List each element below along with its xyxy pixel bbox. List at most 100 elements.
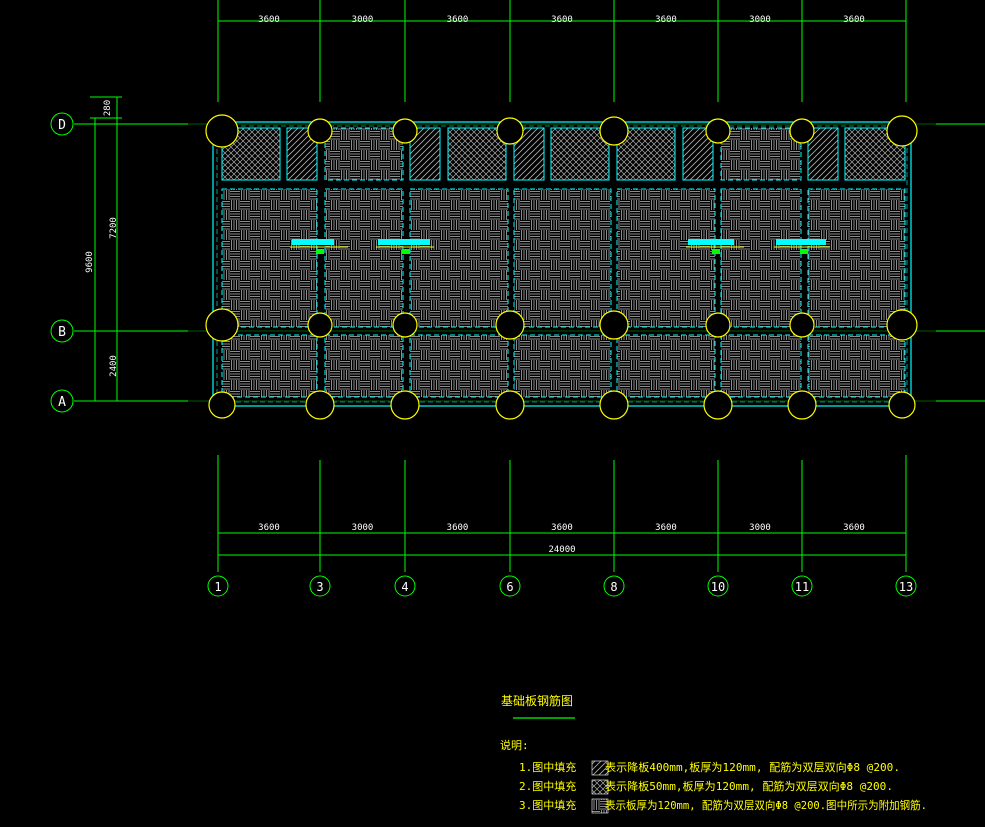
top-span-label: 3600: [551, 15, 573, 25]
axis-bubble-3: [309, 575, 331, 597]
column-A-3: [305, 390, 335, 420]
axis-label-8: 8: [610, 580, 617, 594]
axis-bubble-13: [895, 575, 917, 597]
bay-bottom-5: [616, 334, 716, 398]
bottom-span-label: 3600: [258, 523, 280, 533]
panel-top-2: [324, 127, 404, 181]
slab-inner-outline: [216, 125, 908, 403]
top-span-label: 3600: [655, 15, 677, 25]
bay-bottom-1: [221, 334, 318, 398]
notes-heading: 说明:: [500, 738, 529, 752]
column-B-13: [886, 309, 918, 341]
axis-label-13: 13: [899, 580, 913, 594]
drawing-title: 基础板钢筋图: [501, 693, 573, 708]
bottom-span-label: 3600: [447, 523, 469, 533]
note-2-swatch: [591, 779, 609, 795]
axis-bubble-D: [50, 112, 74, 136]
column-D-3: [307, 118, 333, 144]
bay-main-5: [616, 188, 716, 328]
note-3-swatch: [591, 798, 609, 814]
column-D-4: [392, 118, 418, 144]
column-D-10: [705, 118, 731, 144]
panel-top-6: [720, 127, 802, 181]
left-total-label: 9600: [85, 251, 95, 273]
top-span-label: 3600: [258, 15, 280, 25]
column-A-6: [495, 390, 525, 420]
top-span-label: 3600: [447, 15, 469, 25]
column-D-6: [496, 117, 524, 145]
left-dimension-label: 2400: [109, 355, 119, 377]
rebar-marker-3: [686, 239, 744, 254]
column-D-8: [599, 116, 629, 146]
column-D-11: [789, 118, 815, 144]
column-B-4: [392, 312, 418, 338]
bottom-span-label: 3000: [352, 523, 374, 533]
note-3-label: 3.图中填充: [519, 798, 576, 812]
axis-label-A: A: [58, 395, 66, 410]
column-B-3: [307, 312, 333, 338]
bay-main-2: [324, 188, 404, 328]
axis-bubble-1: [207, 575, 229, 597]
axis-label-6: 6: [506, 580, 513, 594]
column-layer: [205, 114, 918, 420]
bottom-span-label: 3600: [655, 523, 677, 533]
bay-main-1: [221, 188, 318, 328]
column-B-11: [789, 312, 815, 338]
bottom-span-label: 3600: [843, 523, 865, 533]
axis-label-3: 3: [316, 580, 323, 594]
bay-bottom-2: [324, 334, 404, 398]
axis-bubble-8: [603, 575, 625, 597]
axis-label-D: D: [58, 118, 66, 133]
column-A-13: [888, 391, 916, 419]
top-span-label: 3000: [352, 15, 374, 25]
column-D-1: [205, 114, 239, 148]
axis-label-4: 4: [401, 580, 408, 594]
axis-label-11: 11: [795, 580, 809, 594]
bay-bottom-6: [720, 334, 802, 398]
bay-main-3: [409, 188, 509, 328]
slab-outline: [212, 121, 912, 407]
rebar-marker-1: [290, 239, 348, 254]
column-A-1: [208, 391, 236, 419]
column-B-10: [705, 312, 731, 338]
column-D-13: [886, 115, 918, 147]
axis-bubble-A: [50, 389, 74, 413]
left-dimension-label: 280: [103, 100, 113, 116]
axis-bubble-4: [394, 575, 416, 597]
column-A-10: [703, 390, 733, 420]
axis-label-10: 10: [711, 580, 725, 594]
axis-bubble-11: [791, 575, 813, 597]
axis-bubble-10: [707, 575, 729, 597]
top-span-label: 3600: [843, 15, 865, 25]
bay-main-4: [513, 188, 612, 328]
column-A-8: [599, 390, 629, 420]
bay-bottom-4: [513, 334, 612, 398]
panel-top-4b: [550, 127, 610, 181]
note-2-text: 表示降板50mm,板厚为120mm, 配筋为双层双向Φ8 @200.: [605, 779, 893, 793]
left-dimension-label: 7200: [109, 217, 119, 239]
column-B-1: [205, 308, 239, 342]
axis-label-1: 1: [214, 580, 221, 594]
note-2-label: 2.图中填充: [519, 779, 576, 793]
bay-bottom-7: [807, 334, 906, 398]
top-span-label: 3000: [749, 15, 771, 25]
column-B-6: [495, 310, 525, 340]
slab-layer: [212, 121, 912, 407]
dimension-layer: 3600 3000 3600 3600 3600 3000 3600 3600 3000 3600…: [85, 15, 906, 556]
note-3-text: 表示板厚为120mm, 配筋为双层双向Φ8 @200.图中所示为附加钢筋.: [605, 798, 927, 812]
bay-bottom-3: [409, 334, 509, 398]
rebar-marker-2: [376, 239, 434, 254]
column-A-11: [787, 390, 817, 420]
note-1-text: 表示降板400mm,板厚为120mm, 配筋为双层双向Φ8 @200.: [605, 760, 900, 774]
axis-label-B: B: [58, 325, 66, 340]
axis-bubble-6: [499, 575, 521, 597]
bottom-span-label: 3600: [551, 523, 573, 533]
rebar-marker-4: [774, 239, 830, 254]
note-1-swatch: [591, 760, 609, 776]
bay-main-7: [807, 188, 906, 328]
note-1-label: 1.图中填充: [519, 760, 576, 774]
bay-main-6: [720, 188, 802, 328]
column-B-8: [599, 310, 629, 340]
